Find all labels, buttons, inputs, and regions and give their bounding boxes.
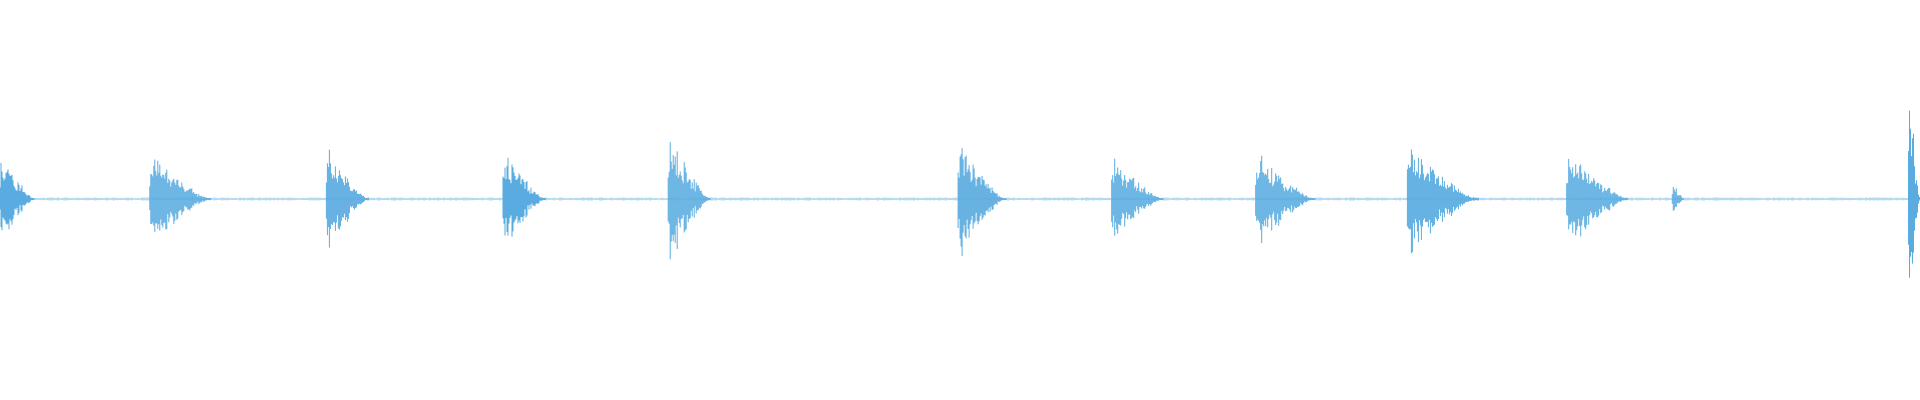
- waveform-burst: [325, 149, 369, 248]
- waveform-burst: [1671, 187, 1684, 211]
- waveform-burst: [1406, 149, 1479, 254]
- waveform-burst: [957, 148, 1007, 256]
- waveform-burst: [1566, 158, 1629, 237]
- waveform-samples: [0, 110, 1920, 278]
- waveform-burst: [667, 142, 711, 260]
- waveform-burst: [1908, 110, 1920, 278]
- waveform-burst: [1111, 158, 1164, 236]
- waveform-burst: [502, 157, 546, 237]
- waveform-burst: [1255, 155, 1316, 244]
- waveform-burst: [0, 162, 35, 231]
- waveform-burst: [149, 159, 212, 232]
